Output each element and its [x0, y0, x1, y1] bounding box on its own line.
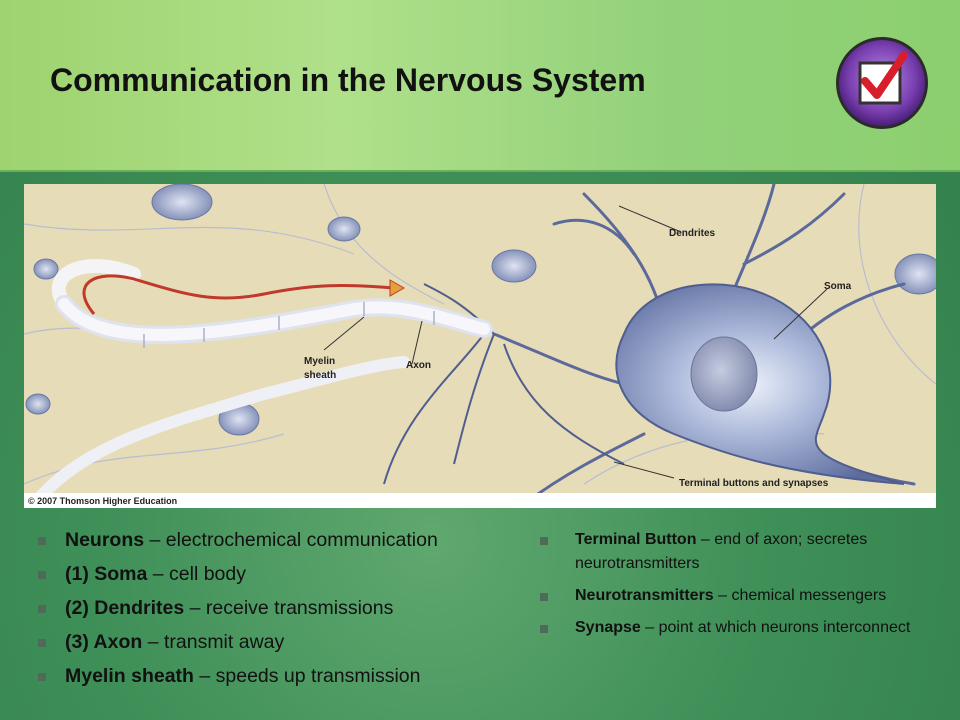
- checkbox-check-icon: [836, 37, 928, 129]
- list-item: Neurons – electrochemical communication: [38, 526, 538, 560]
- bullet-marker: [540, 625, 548, 633]
- list-item: Terminal Button – end of axon; secretes …: [540, 528, 940, 576]
- list-item: Synapse – point at which neurons interco…: [540, 616, 940, 640]
- neuron-figure: Dendrites Soma Myelin sheath Axon Termin…: [24, 184, 936, 508]
- list-item: (1) Soma – cell body: [38, 560, 538, 594]
- list-item: Myelin sheath – speeds up transmission: [38, 662, 538, 696]
- slide-title: Communication in the Nervous System: [50, 62, 646, 98]
- list-item: Neurotransmitters – chemical messengers: [540, 584, 940, 608]
- list-item: (3) Axon – transmit away: [38, 628, 538, 662]
- dendrites-label: Dendrites: [669, 228, 716, 239]
- header-band: [0, 0, 960, 172]
- axon-label: Axon: [406, 360, 431, 371]
- bullets-right: Terminal Button – end of axon; secretes …: [540, 528, 940, 648]
- myelin-label-line1: Myelin: [304, 356, 335, 367]
- bullet-marker: [38, 605, 46, 613]
- bullet-marker: [38, 537, 46, 545]
- copyright-text: © 2007 Thomson Higher Education: [28, 496, 177, 506]
- bullet-marker: [38, 673, 46, 681]
- list-item: (2) Dendrites – receive transmissions: [38, 594, 538, 628]
- bullet-marker: [540, 593, 548, 601]
- bullet-marker: [38, 639, 46, 647]
- myelin-label-line2: sheath: [304, 370, 336, 381]
- bullet-marker: [38, 571, 46, 579]
- neuron-illustration: Dendrites Soma Myelin sheath Axon Termin…: [24, 184, 936, 508]
- terminal-label: Terminal buttons and synapses: [679, 478, 829, 489]
- soma-label: Soma: [824, 281, 852, 292]
- bullets-left: Neurons – electrochemical communication …: [38, 526, 538, 696]
- bullet-marker: [540, 537, 548, 545]
